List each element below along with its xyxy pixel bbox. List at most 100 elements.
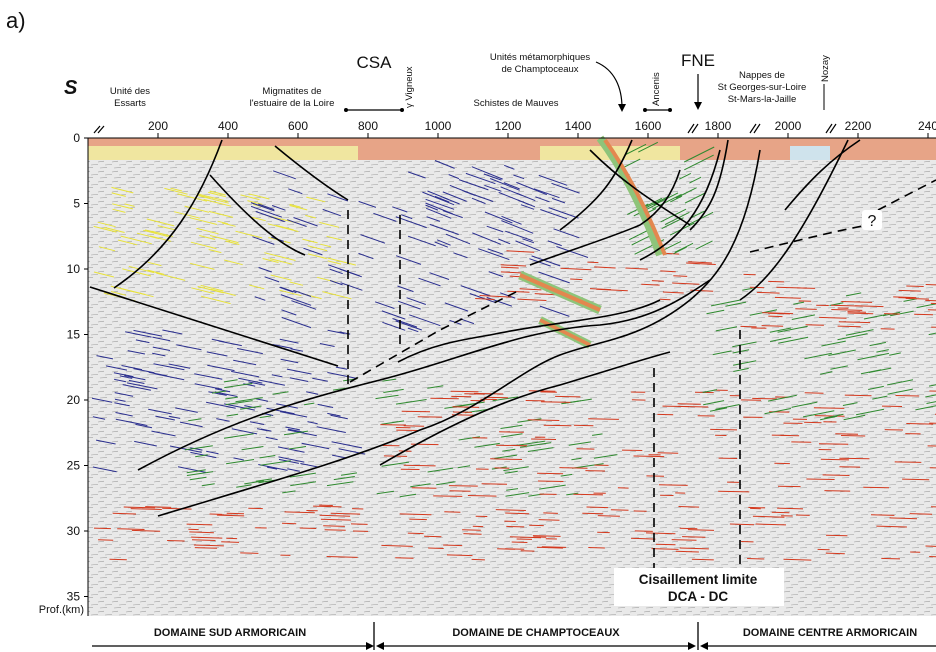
question-mark: ? <box>868 213 877 230</box>
reflector-segment <box>194 547 218 549</box>
reflector-segment <box>442 210 463 219</box>
reflector-segment <box>151 430 176 437</box>
reflector-segment <box>330 414 348 420</box>
reflector-segment <box>814 415 845 417</box>
reflector-segment <box>306 391 319 395</box>
reflector-segment <box>179 421 203 428</box>
label-essarts-1: Unité des <box>110 86 150 97</box>
reflector-segment <box>529 258 551 267</box>
reflector-segment <box>117 239 138 246</box>
reflector-segment <box>484 211 513 224</box>
reflector-segment <box>509 275 521 278</box>
reflector-segment <box>216 418 230 422</box>
reflector-segment <box>258 203 275 211</box>
reflector-segment <box>127 382 158 390</box>
reflector-segment <box>358 252 374 260</box>
reflector-segment <box>112 512 137 515</box>
reflector-segment <box>312 377 328 382</box>
reflector-segment <box>593 454 618 459</box>
reflector-segment <box>733 367 749 372</box>
reflector-segment <box>651 548 679 550</box>
reflector-segment <box>164 187 188 195</box>
reflector-segment <box>124 375 146 381</box>
reflector-segment <box>556 246 589 258</box>
reflector-segment <box>293 217 318 227</box>
reflector-segment <box>319 514 351 517</box>
reflector-segment <box>673 246 687 255</box>
reflector-segment <box>155 415 175 421</box>
reflector-segment <box>374 301 395 309</box>
reflector-segment <box>564 400 581 404</box>
reflector-segment <box>764 408 791 415</box>
reflector-segment <box>233 457 244 461</box>
reflector-segment <box>162 329 183 335</box>
reflector-segment <box>868 385 884 390</box>
reflector-segment <box>307 421 318 425</box>
reflector-segment <box>418 277 441 287</box>
reflector-segment <box>96 439 116 445</box>
reflector-segment <box>201 483 215 487</box>
reflector-segment <box>520 204 535 210</box>
reflector-segment <box>225 240 240 245</box>
reflector-segment <box>335 366 348 370</box>
reflector-segment <box>915 405 936 411</box>
reflector-segment <box>509 536 542 539</box>
reflector-segment <box>715 404 740 410</box>
reflector-segment <box>495 509 526 511</box>
reflector-segment <box>381 461 410 467</box>
reflector-segment <box>825 552 845 555</box>
reflector-segment <box>425 204 439 211</box>
reflector-segment <box>191 536 223 539</box>
reflector-segment <box>381 420 405 425</box>
reflector-segment <box>582 512 604 515</box>
reflector-segment <box>288 446 307 450</box>
reflector-segment <box>560 473 573 477</box>
reflector-segment <box>442 191 467 202</box>
reflector-segment <box>769 327 792 333</box>
reflector-segment <box>281 316 312 329</box>
reflector-segment <box>537 480 564 482</box>
reflector-segment <box>847 312 874 315</box>
reflector-segment <box>453 252 468 259</box>
reflector-segment <box>196 194 229 204</box>
reflector-segment <box>401 214 413 220</box>
reflector-segment <box>847 311 867 313</box>
reflector-segment <box>837 325 861 328</box>
reflector-segment <box>884 313 900 315</box>
reflector-segment <box>121 365 143 371</box>
reflector-segment <box>857 352 889 361</box>
reflector-segment <box>410 483 431 488</box>
reflector-segment <box>244 480 264 485</box>
reflector-segment <box>673 275 688 277</box>
reflector-segment <box>381 544 413 547</box>
reflector-segment <box>740 325 757 328</box>
reflector-segment <box>200 295 231 305</box>
reflector-segment <box>436 481 456 486</box>
depth-tick-label: 0 <box>73 131 80 145</box>
reflector-segment <box>504 164 515 170</box>
reflector-segment <box>448 485 478 487</box>
reflector-segment <box>407 235 436 247</box>
reflector-segment <box>678 506 700 508</box>
reflector-segment <box>111 192 126 197</box>
reflector-segment <box>894 461 922 463</box>
label-champtoceaux-units-1: Unités métamorphiques <box>490 52 591 63</box>
reflector-segment <box>487 248 504 255</box>
reflector-segment <box>540 209 568 220</box>
reflector-segment <box>191 539 216 541</box>
reflector-segment <box>889 352 901 356</box>
reflector-segment <box>133 329 163 337</box>
reflector-segment <box>571 457 582 461</box>
reflector-segment <box>768 315 783 318</box>
reflector-segment <box>397 300 421 310</box>
reflector-segment <box>117 528 145 530</box>
reflector-segment <box>507 290 530 293</box>
reflector-segment <box>241 446 264 451</box>
depth-tick-label: 10 <box>67 262 81 276</box>
reflector-segment <box>755 523 787 526</box>
reflector-segment <box>96 355 114 360</box>
reflector-segment <box>251 216 266 222</box>
reflector-segment <box>225 396 238 400</box>
reflector-segment <box>887 379 914 386</box>
